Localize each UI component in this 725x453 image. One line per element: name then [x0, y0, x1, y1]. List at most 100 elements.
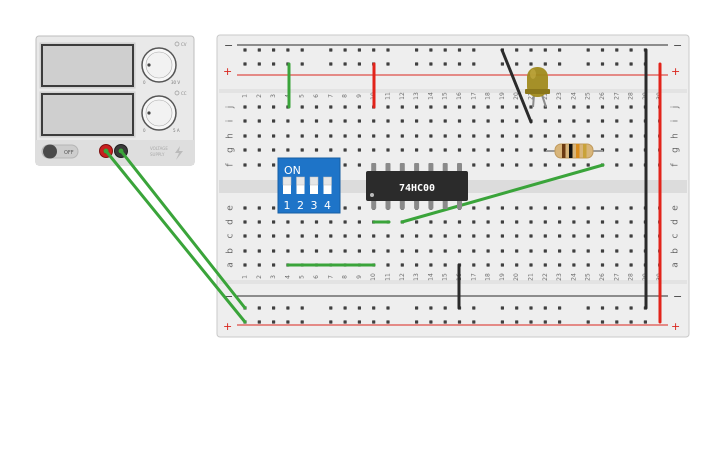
- cv-label: CV: [181, 42, 187, 47]
- ic-pin-bottom: [414, 200, 420, 209]
- rail-plus-top-right: +: [671, 65, 680, 78]
- resistor[interactable]: [546, 143, 603, 159]
- current-knob[interactable]: [141, 95, 177, 131]
- ic-pin-top: [442, 163, 448, 172]
- row-label-right: i: [671, 120, 681, 123]
- power-switch[interactable]: OFF: [41, 144, 79, 159]
- wire-supply-negative[interactable]: [119, 149, 247, 310]
- column-label-bottom: 9: [356, 275, 363, 279]
- rail-minus-top-right: −: [673, 39, 682, 52]
- column-label-bottom: 1: [242, 275, 249, 279]
- current-zero-label: 0: [143, 128, 146, 133]
- ic-pin-bottom: [385, 200, 391, 209]
- row-label-left: g: [226, 147, 236, 153]
- column-label-top: 22: [542, 92, 549, 100]
- dip-switch-lever[interactable]: [283, 177, 291, 194]
- dip-switch-knob[interactable]: [309, 176, 319, 186]
- ic-74hc00[interactable]: 74HC00: [366, 163, 468, 209]
- ic-pin-bottom: [457, 200, 462, 209]
- row-label-right: j: [671, 106, 681, 110]
- column-label-bottom: 17: [470, 273, 477, 281]
- column-label-top: 23: [556, 92, 563, 100]
- ic-label: 74HC00: [399, 183, 435, 194]
- column-label-bottom: 4: [284, 275, 291, 279]
- column-label-top: 24: [570, 92, 577, 100]
- rail-minus-bottom-right: −: [673, 290, 682, 303]
- dip-switch-number: 4: [324, 199, 331, 212]
- row-label-left: c: [226, 233, 236, 238]
- rail-minus-bottom-left: −: [224, 290, 233, 303]
- resistor-band: [583, 144, 587, 158]
- ic-pin-bottom: [428, 200, 434, 209]
- column-label-top: 16: [456, 92, 463, 100]
- column-label-bottom: 8: [342, 275, 349, 279]
- row-label-right: h: [671, 133, 681, 139]
- voltage-display: [41, 44, 134, 87]
- ic-pin-bottom: [442, 200, 448, 209]
- row-label-left: d: [226, 219, 236, 225]
- ic-pin-bottom: [399, 200, 405, 209]
- column-label-bottom: 27: [613, 273, 620, 281]
- column-label-top: 13: [413, 92, 420, 100]
- dip-switch-lever[interactable]: [323, 177, 332, 194]
- row-label-right: b: [671, 248, 681, 254]
- row-label-right: c: [671, 233, 681, 238]
- wires[interactable]: [103, 48, 662, 324]
- dip-switch-knob[interactable]: [323, 176, 332, 186]
- cc-label: CC: [181, 91, 187, 96]
- column-label-bottom: 12: [399, 273, 406, 281]
- rail-plus-top-left: +: [223, 65, 232, 78]
- column-label-bottom: 11: [385, 273, 392, 281]
- column-label-bottom: 15: [442, 273, 449, 281]
- column-label-bottom: 5: [299, 275, 306, 279]
- led[interactable]: [525, 67, 550, 108]
- row-label-left: a: [226, 262, 236, 268]
- column-label-top: 2: [256, 94, 263, 98]
- column-label-bottom: 20: [513, 273, 520, 281]
- resistor-band: [576, 144, 580, 158]
- column-label-bottom: 28: [628, 273, 635, 281]
- breadboard-holes[interactable]: [243, 48, 662, 324]
- rail-plus-bottom-left: +: [223, 320, 232, 333]
- voltage-knob[interactable]: [141, 47, 177, 83]
- row-label-right: e: [671, 205, 681, 211]
- ic-pin-top: [428, 163, 434, 172]
- column-label-top: 8: [342, 94, 349, 98]
- row-label-left: h: [226, 133, 236, 139]
- column-label-top: 15: [442, 92, 449, 100]
- wire-supply-positive[interactable]: [104, 149, 247, 324]
- column-label-top: 3: [270, 94, 277, 98]
- wire-green-resistor[interactable]: [400, 163, 605, 224]
- row-label-right: a: [671, 262, 681, 268]
- ic-pin-top: [371, 163, 377, 172]
- column-label-bottom: 3: [270, 275, 277, 279]
- power-supply[interactable]: CV CC 0 30 V 0 5 A OFF VOLTAGE SUPPLY: [35, 35, 195, 166]
- dip-switch-number: 3: [311, 199, 318, 212]
- column-label-bottom: 13: [413, 273, 420, 281]
- dip-on-label: ON: [284, 164, 301, 177]
- wire-black-led[interactable]: [500, 48, 533, 124]
- row-label-left: e: [226, 205, 236, 211]
- lightning-icon: [175, 146, 183, 160]
- voltage-zero-label: 0: [143, 80, 146, 85]
- row-label-left: j: [226, 106, 236, 110]
- resistor-band: [562, 144, 566, 158]
- dip-switch-knob[interactable]: [282, 176, 292, 186]
- column-label-top: 11: [385, 92, 392, 100]
- row-label-left: f: [226, 163, 236, 167]
- column-label-top: 12: [399, 92, 406, 100]
- dip-switch-lever[interactable]: [296, 177, 305, 194]
- row-label-left: b: [226, 248, 236, 254]
- column-label-bottom: 6: [313, 275, 320, 279]
- column-label-top: 27: [613, 92, 620, 100]
- column-label-bottom: 24: [570, 273, 577, 281]
- current-max-label: 5 A: [173, 128, 180, 133]
- column-label-bottom: 21: [528, 273, 535, 281]
- row-label-left: i: [226, 120, 236, 123]
- dip-switch-knob[interactable]: [296, 176, 305, 186]
- brand-line-2: SUPPLY: [150, 152, 165, 157]
- column-label-top: 7: [327, 94, 334, 98]
- dip-switch-lever[interactable]: [310, 177, 318, 194]
- column-label-bottom: 10: [370, 273, 377, 281]
